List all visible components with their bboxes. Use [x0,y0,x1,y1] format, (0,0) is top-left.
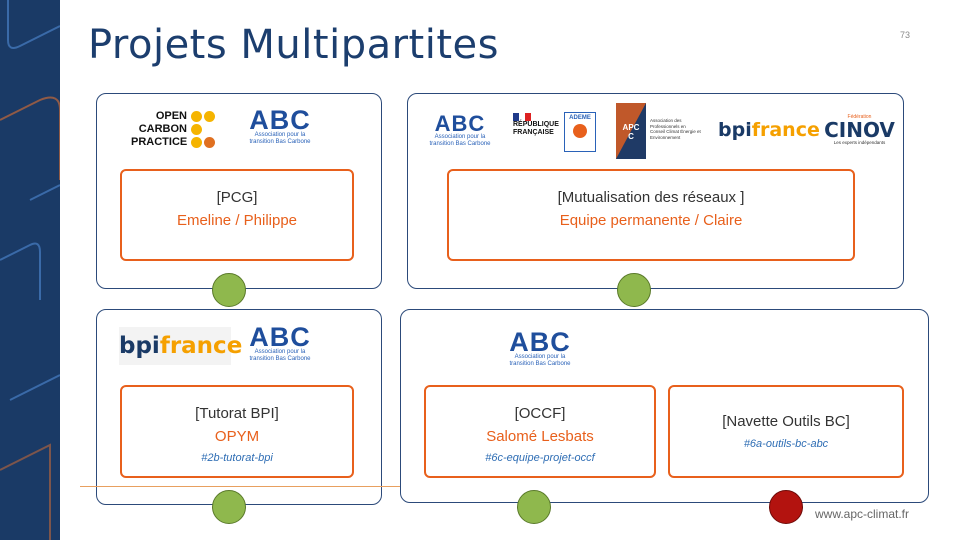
abc-logo: ABC Association pour la transition Bas C… [500,327,580,368]
ocp-word-carbon: CARBON [138,123,187,135]
french-flag-icon [513,113,531,121]
ocp-word-practice: PRACTICE [131,136,188,148]
abc-logo-mark: ABC [434,111,486,136]
channel-tag: #6a-outils-bc-abc [743,438,829,450]
status-indicator-green [212,273,246,307]
abc-logo-caption-1: Association pour la [254,349,306,355]
abc-logo-caption-1: Association pour la [254,132,306,138]
abc-logo-caption-2: transition Bas Carbone [509,361,571,367]
cinov-small-text: Fédération [847,114,872,120]
france-word: france [159,333,243,359]
republique-line-1: RÉPUBLIQUE [513,121,559,128]
abc-logo-caption-2: transition Bas Carbone [249,139,311,145]
cinov-logo: Fédération CINOV Les experts indépendant… [822,114,897,146]
ademe-logo-text: ADEME [569,115,591,121]
republique-line-2: FRANÇAISE [513,129,554,136]
abc-logo-caption-2: transition Bas Carbone [249,356,311,362]
sidebar-pattern [0,0,60,540]
project-box-tutorat-bpi: [Tutorat BPI] OPYM #2b-tutorat-bpi [120,385,354,478]
apcc-caption: Association des Professionnels en Consei… [650,118,701,140]
bpi-word: bpi [119,333,160,359]
status-indicator-green [212,490,246,524]
project-owner: Salomé Lesbats [486,428,594,445]
cinov-caption: Les experts indépendants [833,140,886,145]
ocp-word-open: OPEN [155,110,187,122]
project-name: [Tutorat BPI] [195,405,279,422]
project-box-navette-outils-bc: [Navette Outils BC] #6a-outils-bc-abc [668,385,904,478]
ocp-dots-icon [191,111,217,151]
channel-tag: #6c-equipe-projet-occf [485,452,595,464]
bpi-word: bpi [718,119,752,141]
abc-logo: ABC Association pour la transition Bas C… [240,105,320,146]
project-owner: OPYM [214,428,260,445]
bpifrance-logo: bpifrance [119,327,242,365]
abc-logo-caption-1: Association pour la [434,134,486,140]
project-name: [Navette Outils BC] [722,413,850,430]
divider-line [80,486,405,487]
apcc-logo: APCC [616,103,646,159]
footer-url: www.apc-climat.fr [815,507,910,521]
abc-logo-mark: ABC [249,322,311,352]
decorative-sidebar [0,0,60,540]
open-carbon-practice-logo: OPEN CARBON PRACTICE [131,110,221,156]
ademe-logo: ADEME [564,112,596,152]
project-box-mutualisation: [Mutualisation des réseaux ] Equipe perm… [447,169,855,261]
project-name: [PCG] [216,189,258,206]
project-owner: Emeline / Philippe [176,212,298,229]
status-indicator-green [617,273,651,307]
project-box-occf: [OCCF] Salomé Lesbats #6c-equipe-projet-… [424,385,656,478]
abc-logo-caption-1: Association pour la [514,354,566,360]
cinov-mark: CINOV [824,118,895,142]
channel-tag: #2b-tutorat-bpi [201,452,273,464]
status-indicator-green [517,490,551,524]
project-name: [OCCF] [514,405,566,422]
republique-francaise-logo: RÉPUBLIQUE FRANÇAISE [513,113,561,137]
status-indicator-red [769,490,803,524]
abc-logo-caption-2: transition Bas Carbone [429,141,491,147]
project-box-pcg: [PCG] Emeline / Philippe [120,169,354,261]
bpifrance-logo: bpifrance [718,119,820,141]
apcc-logo-text: APCC [622,123,640,141]
france-word: france [751,119,820,141]
project-name: [Mutualisation des réseaux ] [557,189,745,206]
project-owner: Equipe permanente / Claire [559,212,743,229]
abc-logo: ABC Association pour la transition Bas C… [240,322,320,363]
abc-logo-mark: ABC [249,105,311,135]
abc-logo-mark: ABC [509,327,571,357]
abc-logo: ABC Association pour la transition Bas C… [420,111,500,148]
page-title: Projets Multipartites [88,22,499,68]
ademe-emblem-icon [573,124,587,138]
page-number: 73 [900,30,911,40]
